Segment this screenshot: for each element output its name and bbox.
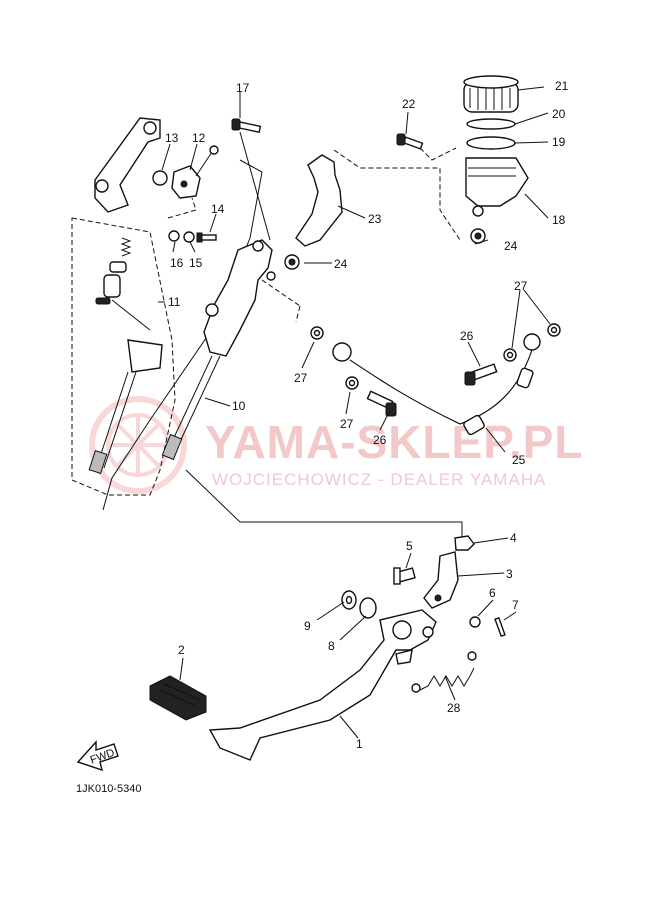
callout-27-right: 27 <box>514 279 528 293</box>
callout-15: 15 <box>189 256 203 270</box>
callout-17: 17 <box>236 81 250 95</box>
part-27-washer-c <box>503 348 517 362</box>
part-6-washer <box>469 616 481 628</box>
callout-5: 5 <box>406 539 413 553</box>
part-16-washer <box>168 230 180 242</box>
part-15-washer <box>183 231 195 243</box>
part-20-plate <box>466 118 516 130</box>
part-14-screw <box>196 232 217 243</box>
callout-27-mid: 27 <box>340 417 354 431</box>
part-25-brake-hose <box>349 349 533 425</box>
part-10-master-cylinder <box>161 239 276 461</box>
callout-3: 3 <box>506 567 513 581</box>
part-27-washer-a <box>310 326 324 340</box>
part-1-brake-pedal <box>208 609 437 761</box>
callout-14: 14 <box>211 202 225 216</box>
part-17-bolt <box>231 118 262 134</box>
callout-28: 28 <box>447 701 461 715</box>
callout-6: 6 <box>489 586 496 600</box>
watermark-dealer: WOJCIECHOWICZ - DEALER YAMAHA <box>212 470 546 489</box>
callout-4: 4 <box>510 531 517 545</box>
callout-20: 20 <box>552 107 566 121</box>
callout-21: 21 <box>555 79 569 93</box>
callout-10: 10 <box>232 399 246 413</box>
callout-16: 16 <box>170 256 184 270</box>
part-21-reservoir-cap <box>463 75 519 113</box>
part-4-nut <box>454 535 475 551</box>
watermark: YAMA-SKLEP.PL WOJCIECHOWICZ - DEALER YAM… <box>89 396 584 494</box>
part-13-o-ring <box>152 170 168 186</box>
callout-7: 7 <box>512 598 519 612</box>
callouts: 17 13 12 14 16 15 11 10 21 20 19 18 22 2… <box>165 79 569 751</box>
callout-11: 11 <box>168 295 181 309</box>
callout-25: 25 <box>512 453 526 467</box>
part-18-reservoir-tank <box>465 157 529 217</box>
part-19-diaphragm <box>466 136 516 150</box>
callout-12: 12 <box>192 131 206 145</box>
callout-8: 8 <box>328 639 335 653</box>
part-22-bolt <box>396 133 424 150</box>
callout-27-left: 27 <box>294 371 308 385</box>
part-9-washer <box>341 590 357 610</box>
part-24-clamp-upper <box>470 228 486 244</box>
part-12-joint <box>171 145 219 199</box>
diagram-code: 1JK010-5340 <box>76 783 141 795</box>
part-26-union-bolt-a <box>464 363 498 386</box>
part-3-clevis <box>423 551 459 609</box>
callout-24-upper: 24 <box>504 239 518 253</box>
callout-2: 2 <box>178 643 185 657</box>
part-5-pin <box>393 567 416 585</box>
part-27-washer-d <box>547 323 561 337</box>
callout-9: 9 <box>304 619 311 633</box>
callout-22: 22 <box>402 97 416 111</box>
part-24-clamp-lower <box>284 254 300 270</box>
watermark-brand: YAMA-SKLEP.PL <box>205 416 584 468</box>
part-2-pedal-rubber <box>149 675 207 721</box>
callout-19: 19 <box>552 135 566 149</box>
callout-24-lower: 24 <box>334 257 348 271</box>
part-8-bushing <box>359 597 377 619</box>
part-7-cotter-pin <box>494 616 506 638</box>
leader-lines <box>158 86 551 739</box>
callout-26-right: 26 <box>460 329 474 343</box>
callout-1: 1 <box>356 737 363 751</box>
part-27-washer-b <box>345 376 359 390</box>
part-26-union-bolt-b <box>366 390 397 417</box>
fwd-arrow-icon: FWD <box>76 740 119 772</box>
callout-26-left: 26 <box>373 433 387 447</box>
callout-18: 18 <box>552 213 566 227</box>
part-28-return-spring <box>411 651 477 693</box>
callout-13: 13 <box>165 131 179 145</box>
part-23-reservoir-hose <box>295 154 343 247</box>
part-11-master-cylinder-kit <box>71 117 176 496</box>
callout-23: 23 <box>368 212 382 226</box>
